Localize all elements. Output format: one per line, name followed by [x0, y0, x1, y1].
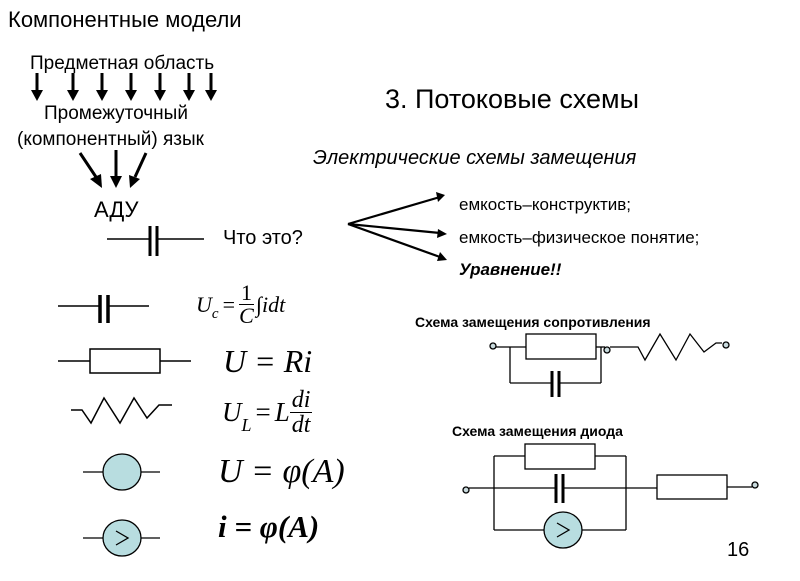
answer-equation: Уравнение!!: [459, 260, 562, 279]
fraction-denominator: dt: [291, 412, 311, 438]
down-arrows-level2: [78, 150, 148, 188]
resistance-circuit: [489, 332, 730, 397]
capacitor-icon: [107, 226, 204, 256]
arrow-down-icon: [205, 73, 217, 101]
arrow-down-icon: [110, 150, 122, 188]
hierarchy-level-subject-area: Предметная область: [30, 53, 215, 74]
formula-integral: ∫idt: [255, 291, 286, 317]
arrow-right-icon: [347, 192, 445, 226]
answer-arrows: [347, 192, 447, 261]
arrow-right-icon: [347, 222, 447, 261]
arrow-down-right-icon: [78, 152, 102, 188]
voltage-source-icon: [83, 453, 160, 491]
arrow-down-icon: [183, 73, 195, 101]
formula-current-source: i = φ(A): [218, 509, 320, 544]
section-title: 3. Потоковые схемы: [385, 84, 640, 114]
arrow-down-left-icon: [129, 152, 148, 188]
capacitor-icon: [58, 295, 149, 323]
current-source-icon: [83, 519, 160, 557]
question-text: Что это?: [223, 227, 303, 249]
hierarchy-level-intermediate-line2: (компонентный) язык: [17, 129, 204, 150]
formula-fraction: di dt: [289, 387, 313, 438]
answer-physical-concept: емкость–физическое понятие;: [459, 228, 700, 247]
page-number: 16: [727, 539, 750, 561]
resistance-circuit-title: Схема замещения сопротивления: [415, 314, 651, 330]
formula-equals: =: [255, 397, 271, 427]
down-arrows-level1: [31, 73, 217, 101]
formula-voltage-source: U = φ(A): [218, 453, 345, 490]
formula-subscript: L: [241, 414, 252, 435]
formula-resistor: U = Ri: [223, 343, 313, 379]
arrow-down-icon: [154, 73, 166, 101]
formula-coef: L: [274, 397, 290, 427]
formula-lhs: U: [222, 397, 242, 427]
slide-title: Компонентные модели: [8, 7, 242, 32]
arrow-down-icon: [96, 73, 108, 101]
arrow-down-icon: [67, 73, 79, 101]
formula-equals: =: [222, 291, 235, 317]
section-subtitle: Электрические схемы замещения: [313, 147, 637, 169]
formula-lhs: U: [196, 291, 212, 317]
diode-circuit-title: Схема замещения диода: [452, 423, 623, 439]
inductor-icon: [71, 396, 172, 425]
fraction-numerator: 1: [238, 280, 254, 305]
formula-inductor: U L = L di dt: [222, 387, 313, 438]
answer-constructive: емкость–конструктив;: [459, 195, 632, 214]
resistor-icon: [58, 348, 191, 374]
hierarchy-level-intermediate-line1: Промежуточный: [44, 103, 188, 124]
fraction-numerator: di: [289, 387, 313, 413]
arrow-down-icon: [31, 73, 43, 101]
arrow-down-icon: [125, 73, 137, 101]
fraction-denominator: C: [239, 303, 254, 328]
diode-circuit: [462, 443, 759, 549]
arrow-right-icon: [347, 222, 447, 238]
hierarchy-level-adu: АДУ: [94, 197, 139, 222]
formula-capacitor: U c = 1 C ∫idt: [196, 282, 285, 327]
formula-fraction: 1 C: [238, 280, 254, 328]
formula-subscript: c: [211, 306, 219, 322]
